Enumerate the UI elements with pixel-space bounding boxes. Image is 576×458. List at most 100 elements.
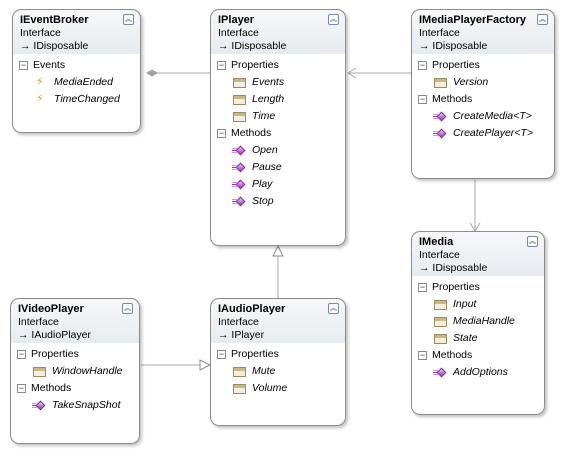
method-icon: [32, 400, 45, 411]
member-name: MediaHandle: [453, 315, 515, 327]
section-header-properties[interactable]: −Properties: [211, 346, 345, 363]
class-title: IMedia: [419, 236, 454, 248]
section-header-methods[interactable]: −Methods: [412, 91, 554, 108]
member-name: Pause: [252, 161, 282, 173]
collapse-icon[interactable]: ︽: [328, 303, 339, 314]
member-name: Play: [252, 178, 273, 190]
event-icon: [34, 74, 47, 91]
member-input[interactable]: Input: [412, 296, 544, 313]
member-windowhandle[interactable]: WindowHandle: [11, 363, 139, 380]
method-icon: [232, 179, 245, 190]
member-length[interactable]: Length: [211, 91, 345, 108]
class-title: IPlayer: [218, 14, 255, 26]
section-toggle-icon[interactable]: −: [217, 349, 226, 359]
section-header-properties[interactable]: −Properties: [11, 346, 139, 363]
method-icon: [433, 367, 446, 378]
member-name: Mute: [252, 365, 276, 377]
member-addoptions[interactable]: AddOptions: [412, 364, 544, 381]
member-volume[interactable]: Volume: [211, 380, 345, 397]
member-name: Open: [252, 144, 278, 156]
method-icon: [232, 162, 245, 173]
base-interface: → IPlayer: [218, 329, 265, 341]
member-mediahandle[interactable]: MediaHandle: [412, 313, 544, 330]
section-header-properties[interactable]: −Properties: [211, 57, 345, 74]
base-interface: → IDisposable: [20, 40, 89, 52]
member-stop[interactable]: Stop: [211, 193, 345, 210]
member-name: Time: [252, 110, 276, 122]
section-toggle-icon[interactable]: −: [217, 128, 226, 138]
member-mediaended[interactable]: MediaEnded: [13, 74, 140, 91]
member-name: WindowHandle: [52, 365, 123, 377]
aggregation-diamond: [146, 69, 158, 77]
section-toggle-icon[interactable]: −: [418, 94, 427, 104]
section-label: Methods: [432, 349, 473, 361]
section-toggle-icon[interactable]: −: [19, 60, 28, 70]
property-icon: [433, 77, 447, 88]
base-interface: → IDisposable: [218, 40, 287, 52]
section-toggle-icon[interactable]: −: [418, 282, 427, 292]
section-label: Properties: [31, 348, 79, 360]
base-interface: → IDisposable: [419, 262, 488, 274]
method-icon: [232, 145, 245, 156]
member-name: AddOptions: [453, 366, 508, 378]
section-toggle-icon[interactable]: −: [17, 349, 26, 359]
collapse-icon[interactable]: ︽: [123, 14, 134, 25]
section-label: Methods: [432, 93, 473, 105]
member-open[interactable]: Open: [211, 142, 345, 159]
section-label: Methods: [231, 127, 272, 139]
stereotype-label: Interface: [218, 316, 259, 328]
member-mute[interactable]: Mute: [211, 363, 345, 380]
class-title: IMediaPlayerFactory: [419, 14, 526, 26]
property-icon: [433, 316, 447, 327]
member-name: Input: [453, 298, 477, 310]
section-header-properties[interactable]: −Properties: [412, 279, 544, 296]
member-state[interactable]: State: [412, 330, 544, 347]
collapse-icon[interactable]: ︽: [122, 303, 133, 314]
collapse-icon[interactable]: ︽: [328, 14, 339, 25]
member-name: Version: [453, 76, 489, 88]
member-createplayer-t[interactable]: CreatePlayer<T>: [412, 125, 554, 142]
member-name: TimeChanged: [54, 93, 120, 105]
section-toggle-icon[interactable]: −: [418, 350, 427, 360]
member-events[interactable]: Events: [211, 74, 345, 91]
member-version[interactable]: Version: [412, 74, 554, 91]
section-header-events[interactable]: −Events: [13, 57, 140, 74]
member-name: State: [453, 332, 478, 344]
section-header-methods[interactable]: −Methods: [11, 380, 139, 397]
stereotype-label: Interface: [18, 316, 59, 328]
member-time[interactable]: Time: [211, 108, 345, 125]
member-name: TakeSnapShot: [52, 399, 121, 411]
property-icon: [232, 111, 246, 122]
arrowhead-factory-to-player: [347, 67, 357, 79]
section-toggle-icon[interactable]: −: [17, 383, 26, 393]
section-label: Events: [33, 59, 66, 71]
member-createmedia-t[interactable]: CreateMedia<T>: [412, 108, 554, 125]
collapse-icon[interactable]: ︽: [527, 236, 538, 247]
section-header-methods[interactable]: −Methods: [211, 125, 345, 142]
inheritance-triangle-player: [272, 244, 284, 257]
section-header-properties[interactable]: −Properties: [412, 57, 554, 74]
section-label: Properties: [231, 348, 279, 360]
section-toggle-icon[interactable]: −: [418, 60, 427, 70]
section-toggle-icon[interactable]: −: [217, 60, 226, 70]
member-play[interactable]: Play: [211, 176, 345, 193]
section-label: Properties: [432, 281, 480, 293]
member-pause[interactable]: Pause: [211, 159, 345, 176]
member-takesnapshot[interactable]: TakeSnapShot: [11, 397, 139, 414]
event-icon: [34, 91, 47, 108]
member-timechanged[interactable]: TimeChanged: [13, 91, 140, 108]
section-header-methods[interactable]: −Methods: [412, 347, 544, 364]
property-icon: [232, 383, 246, 394]
collapse-icon[interactable]: ︽: [537, 14, 548, 25]
